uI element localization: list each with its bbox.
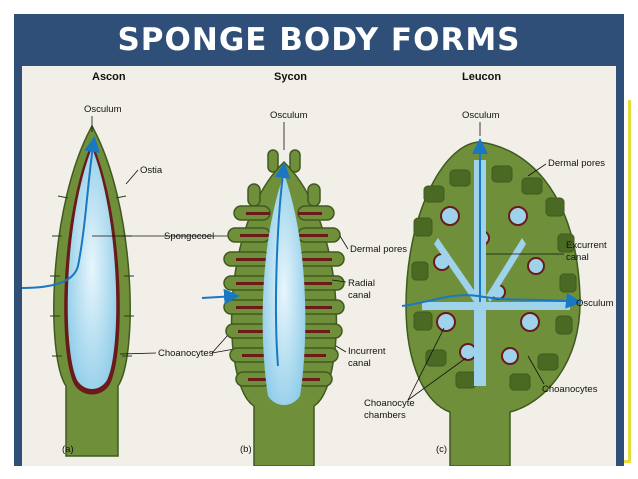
leader-line xyxy=(119,352,157,355)
diagram-canvas: Ascon Sycon Leucon Osculum Ostia Spongoc… xyxy=(22,71,614,466)
label-osculum-leucon-top: Osculum xyxy=(462,110,500,121)
panel-letter-a: (a) xyxy=(62,444,74,455)
panel-letter-c: (c) xyxy=(436,444,447,455)
leader-line xyxy=(339,235,349,250)
sycon-outflow-arrow xyxy=(274,162,291,367)
label-dermal-pores-sycon: Dermal pores xyxy=(350,244,407,255)
leader-line xyxy=(407,357,467,401)
title-banner: SPONGE BODY FORMS xyxy=(14,14,624,66)
left-border xyxy=(14,66,22,466)
leader-line xyxy=(407,327,445,401)
label-excurrent-canal-1: Excurrent xyxy=(566,240,607,251)
ascon-body xyxy=(50,124,134,457)
leader-line xyxy=(125,169,139,185)
label-spongocoel: Spongocoel xyxy=(164,231,214,242)
sponge-diagram: Ascon Sycon Leucon Osculum Ostia Spongoc… xyxy=(22,66,616,466)
ascon-flow-arrow xyxy=(22,136,100,289)
slide-title: SPONGE BODY FORMS xyxy=(117,22,521,58)
panel-title-ascon: Ascon xyxy=(92,71,126,83)
leader-line xyxy=(331,279,347,283)
sycon-body xyxy=(223,149,345,466)
right-border xyxy=(616,66,624,466)
label-osculum-ascon: Osculum xyxy=(84,104,122,115)
label-incurrent-canal-1: Incurrent xyxy=(348,346,386,357)
leucon-side-flow-arrow xyxy=(401,292,582,309)
label-choanocyte-chambers-1: Choanocyte xyxy=(364,398,415,409)
label-osculum-sycon: Osculum xyxy=(270,110,308,121)
label-radial-canal-2: canal xyxy=(348,290,371,301)
label-choanocyte-chambers-2: chambers xyxy=(364,410,406,421)
label-dermal-pores-leucon: Dermal pores xyxy=(548,158,605,169)
panel-letter-b: (b) xyxy=(240,444,252,455)
leader-line xyxy=(527,163,547,177)
panel-title-sycon: Sycon xyxy=(274,71,307,83)
label-choanocytes-ascon: Choanocytes xyxy=(158,348,214,359)
leader-line xyxy=(335,345,347,353)
leader-line xyxy=(527,355,545,385)
sycon-inflow-arrow xyxy=(201,288,240,305)
label-excurrent-canal-2: canal xyxy=(566,252,589,263)
label-radial-canal-1: Radial xyxy=(348,278,375,289)
label-choanocytes-leucon: Choanocytes xyxy=(542,384,598,395)
label-ostia: Ostia xyxy=(140,165,163,176)
panel-title-leucon: Leucon xyxy=(462,71,501,83)
label-incurrent-canal-2: canal xyxy=(348,358,371,369)
label-osculum-leucon-side: Osculum xyxy=(576,298,614,309)
leucon-body xyxy=(405,141,581,466)
